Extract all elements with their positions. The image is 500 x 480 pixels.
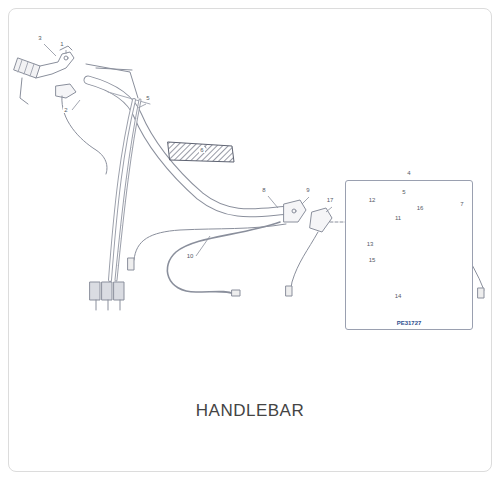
callout-number: 7 [459, 201, 464, 207]
callout-number: 10 [186, 253, 195, 259]
callout-number: 8 [261, 187, 266, 193]
callout-number: 12 [368, 197, 377, 203]
callout-number: 2 [63, 107, 68, 113]
callout-frame: 4PE31727 [345, 180, 473, 330]
callout-number: 3 [37, 35, 42, 41]
callout-number: 1 [59, 41, 64, 47]
callout-number: 5 [145, 95, 150, 101]
figure-code: PE31727 [397, 320, 422, 326]
callout-number: 17 [326, 197, 335, 203]
callout-number: 6 [199, 147, 204, 153]
callout-number: 13 [366, 241, 375, 247]
callout-number: 5 [401, 189, 406, 195]
callout-number: 11 [394, 215, 402, 221]
callout-number: 16 [416, 205, 425, 211]
callout-number: 14 [394, 293, 403, 299]
callout-number: 15 [368, 257, 377, 263]
callout-number: 4 [407, 170, 410, 176]
caption: HANDLEBAR [196, 402, 304, 419]
callout-number: 9 [305, 187, 310, 193]
